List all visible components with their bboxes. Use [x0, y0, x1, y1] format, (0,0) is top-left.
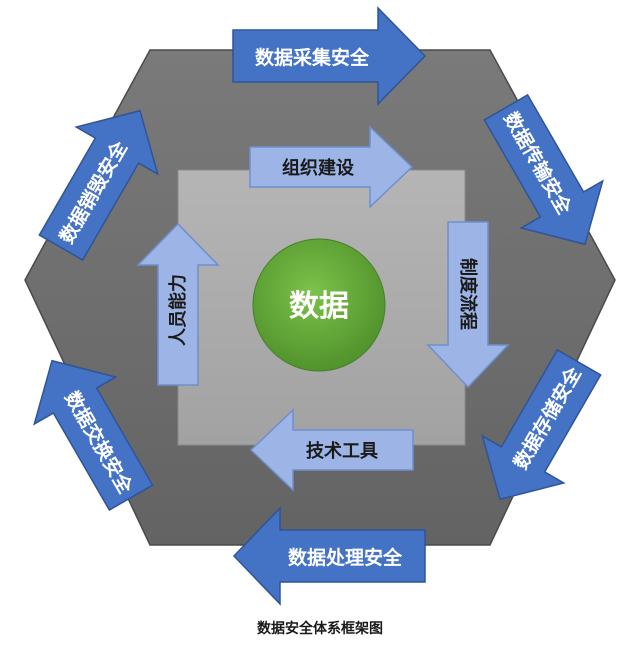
outer-label-processing: 数据处理安全 — [288, 546, 403, 569]
outer-arrow-transmission: 数据传输安全 — [483, 93, 604, 246]
outer-arrow-collection: 数据采集安全 — [232, 6, 427, 106]
center-circle — [252, 238, 386, 372]
inner-label-process: 制度流程 — [457, 258, 479, 330]
inner-label-organization: 组织建设 — [282, 157, 354, 179]
outer-arrow-exchange: 数据交换安全 — [33, 359, 154, 512]
outer-arrow-processing: 数据处理安全 — [232, 506, 426, 606]
inner-arrow-process: 制度流程 — [426, 221, 510, 389]
diagram-caption: 数据安全体系框架图 — [257, 621, 383, 637]
inner-arrow-technology: 技术工具 — [249, 408, 414, 492]
inner-arrow-organization: 组织建设 — [249, 125, 414, 209]
center-label: 数据 — [289, 289, 349, 324]
inner-label-technology: 技术工具 — [306, 440, 378, 462]
outer-label-collection: 数据采集安全 — [255, 46, 370, 69]
inner-label-personnel: 人员能力 — [167, 274, 189, 346]
inner-arrow-personnel: 人员能力 — [136, 222, 220, 386]
